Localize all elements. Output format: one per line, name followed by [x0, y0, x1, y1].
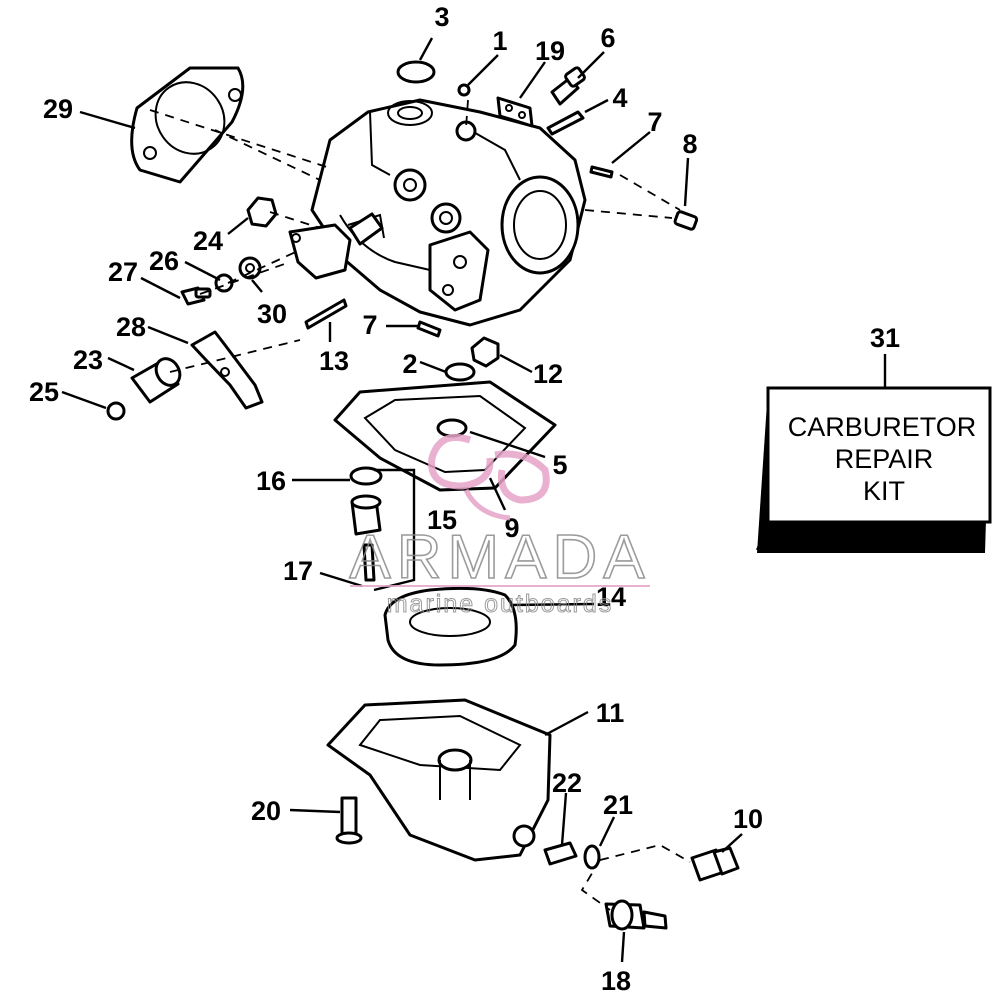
part-20-screw: [335, 796, 363, 845]
callout-27: 27: [108, 257, 138, 287]
callout-28: 28: [116, 312, 146, 342]
part-29-flange-gasket: [130, 66, 245, 184]
callout-26: 26: [149, 246, 179, 276]
part-10-screw: [690, 846, 740, 882]
part-30-star-washer: [238, 256, 262, 280]
part-throttle-plate: [288, 212, 384, 280]
part-27-screw: [180, 286, 212, 306]
callout-31: 31: [870, 323, 900, 353]
part-2-plug: [444, 362, 476, 382]
part-19-bracket: [496, 96, 534, 128]
part-22-jet: [543, 841, 578, 866]
callout-13: 13: [319, 346, 349, 376]
callout-12: 12: [533, 359, 563, 389]
part-14-float: [383, 586, 518, 667]
part-4-needle: [546, 110, 585, 136]
callout-10: 10: [733, 804, 763, 834]
part-16-washer: [349, 466, 383, 486]
callout-2: 2: [402, 349, 417, 379]
callout-24: 24: [193, 226, 223, 256]
part-6-screw: [550, 66, 586, 106]
part-7-pin-upper: [589, 165, 614, 179]
callout-18: 18: [601, 966, 631, 996]
callout-20: 20: [251, 796, 281, 826]
assembly-lines: [149, 99, 691, 911]
part-31-repair-kit-box: CARBURETOR REPAIR KIT: [756, 386, 992, 553]
callout-21: 21: [603, 790, 633, 820]
armada-watermark: ARMADA marine outboards: [349, 433, 650, 619]
callout-30: 30: [257, 299, 287, 329]
part-1-ball: [457, 83, 471, 97]
part-3-plug: [396, 60, 436, 84]
part-18-drain-fitting: [604, 899, 668, 931]
callout-19: 19: [535, 36, 565, 66]
callout-7-lower: 7: [362, 310, 377, 340]
part-25-o-ring: [106, 401, 126, 421]
part-23-bushing: [130, 357, 182, 404]
callout-8: 8: [682, 129, 697, 159]
callout-25: 25: [29, 377, 59, 407]
callout-11: 11: [596, 698, 625, 728]
kit-line-1: CARBURETOR: [788, 412, 977, 442]
part-21-washer: [583, 844, 601, 870]
callout-4: 4: [612, 83, 627, 113]
callout-16: 16: [256, 466, 286, 496]
part-11-float-bowl: [326, 698, 552, 862]
part-carburetor-body: [310, 98, 587, 327]
callout-29: 29: [43, 94, 73, 124]
callout-7-upper: 7: [647, 107, 662, 137]
part-8-plug: [673, 210, 699, 231]
watermark-logo-swirl: [428, 433, 550, 521]
part-7-pin-lower: [416, 320, 442, 338]
watermark-tagline: marine outboards: [387, 590, 614, 618]
callout-15: 15: [427, 505, 457, 535]
callout-9: 9: [504, 513, 519, 543]
callout-3: 3: [434, 2, 449, 32]
callout-labels: 1 2 3 4 5 6 7 7 8 9 10 11 12 13 14 15 16…: [29, 2, 900, 996]
watermark-brand: ARMADA: [349, 523, 650, 592]
callout-17: 17: [283, 556, 313, 586]
callout-22: 22: [552, 768, 582, 798]
callout-6: 6: [600, 23, 615, 53]
kit-line-3: KIT: [863, 476, 905, 506]
part-12-nut: [470, 336, 500, 368]
callout-5: 5: [552, 450, 567, 480]
callout-23: 23: [73, 345, 103, 375]
kit-line-2: REPAIR: [835, 444, 934, 474]
callout-1: 1: [492, 26, 507, 56]
part-15-needle-seat: [350, 494, 382, 536]
part-28-lever: [190, 330, 264, 410]
leader-lines: [61, 37, 887, 963]
part-17-needle: [362, 543, 376, 582]
part-13-pin: [304, 298, 348, 330]
